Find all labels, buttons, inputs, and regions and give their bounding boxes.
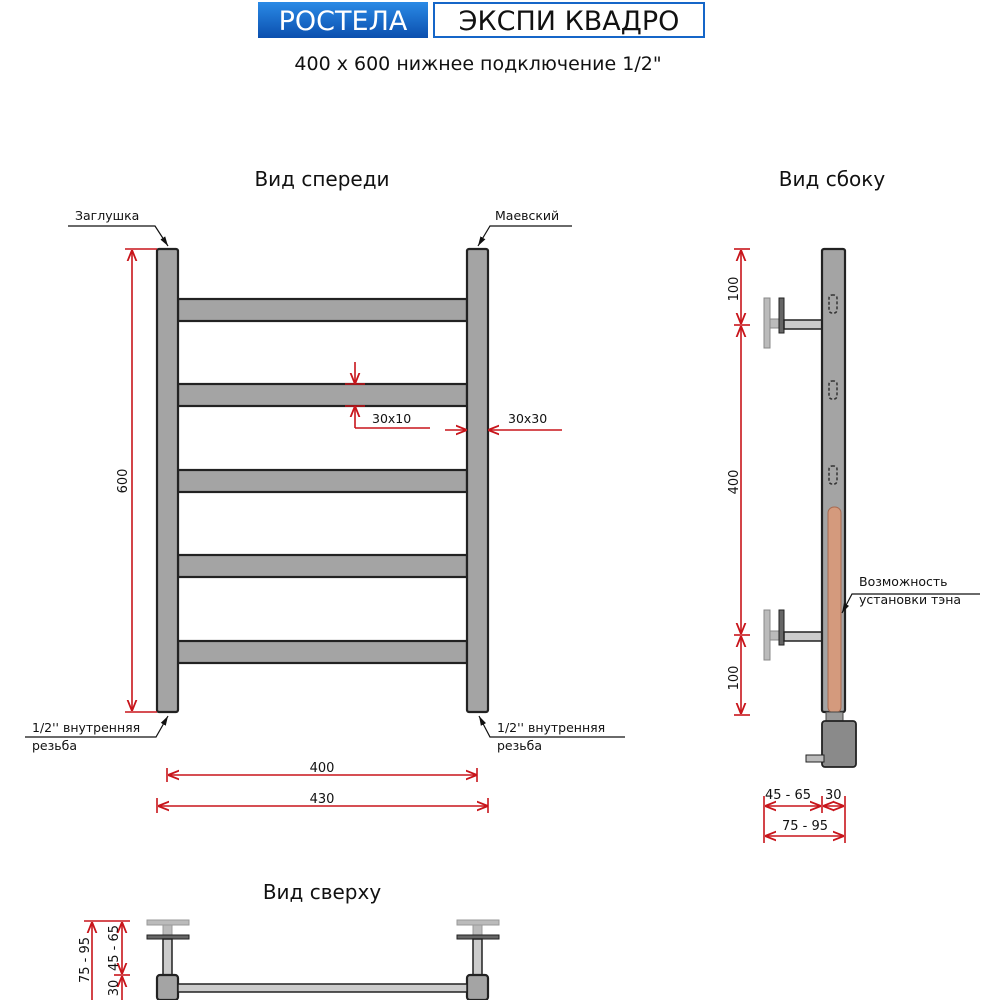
left-riser bbox=[155, 247, 180, 714]
leader-heater bbox=[841, 593, 980, 614]
top-rung bbox=[177, 983, 468, 993]
top-bracket-right bbox=[456, 919, 500, 1000]
label-thread-left-1: 1/2'' внутренняя bbox=[32, 720, 140, 735]
rung bbox=[176, 553, 469, 579]
label-thread-right-2: резьба bbox=[497, 738, 542, 753]
label-plug: Заглушка bbox=[75, 208, 139, 223]
right-riser bbox=[465, 247, 490, 714]
dim-depth: 30 bbox=[825, 788, 842, 803]
heater-element bbox=[827, 506, 842, 714]
heater-cable bbox=[805, 754, 825, 763]
dim-inner-width: 400 bbox=[310, 761, 335, 776]
leader-thread-left bbox=[25, 715, 169, 738]
top-view: Вид сверху 75 - 95 45 - 65 30 bbox=[78, 880, 500, 1000]
header: РОСТЕЛА ЭКСПИ КВАДРО 400 x 600 нижнее по… bbox=[258, 2, 705, 75]
label-thread-left-2: резьба bbox=[32, 738, 77, 753]
model-box bbox=[433, 2, 705, 38]
dim-rung-size: 30x10 bbox=[372, 411, 411, 426]
leader-valve bbox=[477, 225, 572, 247]
top-dim-offset: 45 - 65 bbox=[107, 925, 122, 971]
wall-bracket-top bbox=[763, 297, 823, 349]
dim-bottom: 100 bbox=[727, 666, 742, 691]
rung-sockets bbox=[828, 294, 838, 485]
dim-total: 75 - 95 bbox=[782, 819, 828, 834]
brand-name: РОСТЕЛА bbox=[279, 6, 408, 37]
dim-offset: 45 - 65 bbox=[765, 788, 811, 803]
dim-outer-width: 430 bbox=[310, 792, 335, 807]
front-view: Вид спереди Заглушка Маевский 600 30x10 … bbox=[25, 167, 625, 813]
brand-logo-box bbox=[258, 2, 428, 38]
rung bbox=[176, 468, 469, 494]
label-thread-right-1: 1/2'' внутренняя bbox=[497, 720, 605, 735]
leader-thread-right bbox=[478, 715, 625, 738]
heater-box bbox=[821, 720, 857, 768]
dim-top: 100 bbox=[727, 277, 742, 302]
top-view-title: Вид сверху bbox=[263, 880, 382, 904]
front-view-title: Вид спереди bbox=[254, 167, 389, 191]
heater-label-2: установки тэна bbox=[859, 592, 961, 607]
top-dim-depth: 30 bbox=[107, 980, 122, 997]
side-view: Вид сбоку 100 400 100 bbox=[727, 167, 980, 843]
rung bbox=[176, 297, 469, 323]
leader-plug bbox=[68, 225, 169, 247]
dim-height: 600 bbox=[116, 469, 131, 494]
dim-pipe-size: 30x30 bbox=[508, 411, 547, 426]
rung bbox=[176, 382, 469, 408]
wall-bracket-bottom bbox=[763, 609, 823, 661]
side-view-title: Вид сбоку bbox=[779, 167, 886, 191]
dim-middle: 400 bbox=[727, 470, 742, 495]
rung bbox=[176, 639, 469, 665]
subtitle: 400 x 600 нижнее подключение 1/2" bbox=[294, 53, 661, 75]
label-valve: Маевский bbox=[495, 208, 559, 223]
top-dim-total: 75 - 95 bbox=[78, 937, 93, 983]
heater-label-1: Возможность bbox=[859, 574, 948, 589]
model-name: ЭКСПИ КВАДРО bbox=[459, 6, 680, 37]
